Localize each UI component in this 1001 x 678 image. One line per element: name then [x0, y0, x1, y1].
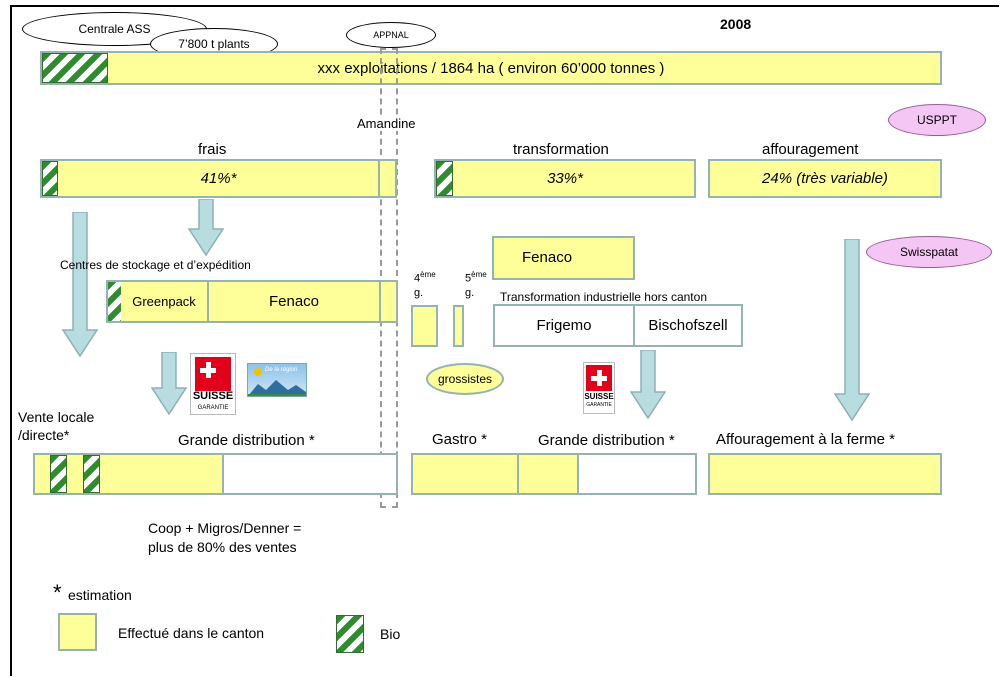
affouragement-bar: 24% (très variable): [708, 159, 942, 198]
usppt-label: USPPT: [916, 113, 957, 127]
year-label: 2008: [720, 16, 752, 32]
fenaco-stockage-label: Fenaco: [268, 293, 320, 310]
frais-label: frais: [198, 141, 227, 158]
appnal-label: APPNAL: [373, 30, 409, 40]
plants-label: 7’800 t plants: [178, 37, 250, 51]
affouragement-pct: 24% (très variable): [762, 170, 888, 187]
frais-amandine-divider: [378, 159, 380, 198]
market-share-note: Coop + Migros/Denner = plus de 80% des v…: [148, 519, 301, 557]
legend-estimation: estimation: [68, 587, 132, 603]
total-production-bar: xxx exploitations / 1864 ha ( environ 60…: [40, 51, 942, 85]
affouragement-label: affouragement: [762, 141, 859, 158]
affouragement-ferme-label: Affouragement à la ferme *: [716, 431, 895, 448]
total-production-label: xxx exploitations / 1864 ha ( environ 60…: [317, 59, 665, 77]
frigemo-label: Frigemo: [536, 317, 592, 334]
gamme4-box: [411, 305, 438, 347]
swiss-cross-icon-right: [586, 365, 612, 391]
gastro-bar: [411, 453, 519, 495]
grande-distribution-right-label: Grande distribution *: [538, 432, 675, 449]
market-share-note-line1: Coop + Migros/Denner =: [148, 520, 302, 536]
centrale-ass-label: Centrale ASS: [78, 22, 151, 36]
centrale-ass-oval: Centrale ASS: [22, 12, 207, 46]
vente-locale-label: Vente locale /directe*: [18, 408, 94, 444]
regional-logo-text: De la région: [265, 367, 298, 373]
bischofszell-cell: Bischofszell: [635, 306, 741, 345]
legend-bio-label: Bio: [380, 626, 401, 642]
arrow-stockage-to-grande-distribution: [151, 352, 187, 416]
gamme5-g: g.: [465, 286, 475, 299]
stockage-bar: Greenpack Fenaco: [106, 280, 398, 323]
gamme5-num: 5: [465, 272, 472, 285]
gastro-label: Gastro *: [432, 431, 488, 448]
suisse-garantie-logo-left: SUISSE GARANTIE: [190, 353, 236, 415]
transformation-bar: 33%*: [434, 159, 696, 198]
suisse-garantie-logo-right: SUISSE GARANTIE: [583, 362, 615, 414]
vente-bio-marker-1: [50, 455, 67, 493]
swiss-cross-icon: [195, 357, 231, 391]
grossistes-oval: grossistes: [426, 363, 504, 395]
frigemo-cell: Frigemo: [495, 306, 635, 345]
regional-logo-mountains-icon: [248, 380, 306, 396]
gamme5-sup: ème: [471, 270, 487, 279]
stockage-title: Centres de stockage et d’expédition: [60, 258, 251, 272]
transformation-label: transformation: [513, 141, 609, 158]
grande-distribution-left-label: Grande distribution *: [178, 432, 315, 449]
appnal-oval: APPNAL: [346, 22, 436, 48]
market-share-note-line2: plus de 80% des ventes: [148, 539, 297, 555]
gamme4-g: g.: [414, 286, 424, 299]
amandine-dashed-column: [380, 48, 398, 508]
suisse-garantie-left-line1: SUISSE: [192, 390, 234, 402]
suisse-garantie-left-line2: GARANTIE: [197, 405, 229, 411]
vente-bio-marker-2: [83, 455, 100, 493]
bischofszell-label: Bischofszell: [648, 317, 728, 334]
arrow-frais-to-stockage: [188, 199, 224, 257]
transformation-bio-marker: [436, 161, 453, 196]
grande-distribution-right-yellow-segment: [519, 455, 579, 493]
arrow-frais-to-vente-locale: [62, 212, 98, 358]
transformation-pct: 33%*: [547, 170, 583, 187]
vente-locale-line1: Vente locale: [18, 409, 95, 425]
affouragement-ferme-bar: [708, 453, 942, 495]
fenaco-stockage-cell: Fenaco: [209, 282, 381, 321]
swisspatat-oval: Swisspatat: [866, 236, 992, 268]
suisse-garantie-right-line1: SUISSE: [584, 392, 614, 401]
fenaco-industrie-box: Fenaco: [492, 236, 635, 280]
gamme4-sup: ème: [420, 270, 436, 279]
fenaco-industrie-label: Fenaco: [522, 249, 573, 266]
diagram-frame: [10, 5, 999, 676]
frais-bar: 41%*: [40, 159, 397, 198]
vente-locale-line2: /directe*: [18, 427, 70, 443]
amandine-label: Amandine: [357, 116, 416, 131]
grossistes-label: grossistes: [437, 372, 493, 386]
arrow-affouragement-to-ferme: [834, 239, 870, 422]
arrow-industrie-to-grande-distribution: [630, 350, 666, 420]
industrie-title: Transformation industrielle hors canton: [500, 290, 707, 304]
legend-bio-swatch: [336, 615, 364, 653]
gamme5-label: 5ème g.: [465, 268, 487, 300]
frais-pct: 41%*: [200, 170, 237, 187]
vente-locale-grande-divider: [222, 455, 224, 493]
industrie-bar: Frigemo Bischofszell: [493, 304, 743, 347]
swisspatat-label: Swisspatat: [899, 245, 959, 259]
frais-bio-marker: [42, 161, 58, 196]
regional-logo: De la région: [247, 363, 307, 397]
greenpack-label: Greenpack: [132, 294, 196, 309]
usppt-oval: USPPT: [888, 104, 986, 136]
suisse-garantie-right-line2: GARANTIE: [586, 402, 612, 408]
legend-canton-label: Effectué dans le canton: [118, 625, 265, 641]
regional-logo-sun-icon: [254, 368, 262, 376]
legend-star: *: [53, 580, 62, 605]
stockage-bio-marker: [108, 282, 121, 321]
gamme4-label: 4ème g.: [414, 268, 436, 300]
gamme5-box: [453, 305, 464, 347]
gamme4-num: 4: [414, 272, 421, 285]
legend-canton-swatch: [58, 613, 97, 651]
total-bio-marker: [42, 53, 108, 83]
greenpack-cell: Greenpack: [121, 282, 209, 321]
